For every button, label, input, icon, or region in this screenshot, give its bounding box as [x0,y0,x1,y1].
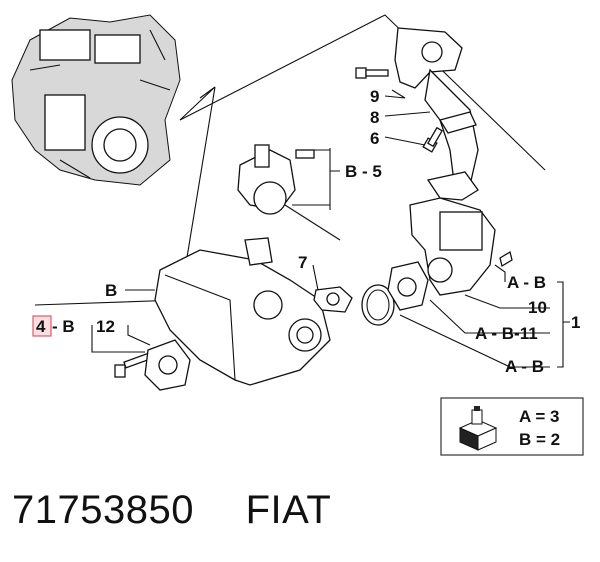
actuator-part-b5 [237,144,341,241]
callout-b5: B - 5 [345,162,382,181]
callout-9: 9 [370,87,379,106]
callout-4-highlight [32,315,52,337]
bolt-part-9 [355,67,389,79]
bolt-and-gasket-part-12 [114,339,191,391]
callout-6: 6 [370,129,379,148]
part-number: 71753850 [12,488,194,532]
engine-thumbnail [11,14,181,186]
part-footer: 71753850 FIAT [12,488,331,533]
callout-a-b-lower: A - B [505,357,544,376]
valve-part-10 [409,197,513,296]
gasket-part-7 [313,286,353,313]
parts-box-icon [458,406,498,451]
cooler-part-b [154,237,331,386]
bolt-part-6 [422,126,443,153]
gasket-part-11 [387,261,429,311]
legend-b-quantity: B = 2 [519,430,560,449]
callout-12: 12 [96,317,115,336]
legend-a-quantity: A = 3 [519,407,559,426]
callout-8: 8 [370,108,379,127]
leader-lines [91,89,570,368]
quantity-legend: A = 3 B = 2 [440,397,584,456]
pipe-part-8 [394,27,479,201]
callout-4-suffix: - B [52,317,75,336]
callout-b: B [105,281,117,300]
callout-10: 10 [528,298,547,317]
callout-7: 7 [298,253,307,272]
callout-a-b-11: A - B-11 [475,324,538,343]
callout-1: 1 [571,313,580,332]
brand-name: FIAT [245,488,332,532]
callout-4: 4 [36,317,46,336]
exploded-parts-diagram: 9 8 6 B - 5 7 A - B 10 A - B-11 A - B 1 … [11,14,584,456]
callout-a-b-upper: A - B [507,273,546,292]
seal-ring [361,284,395,326]
